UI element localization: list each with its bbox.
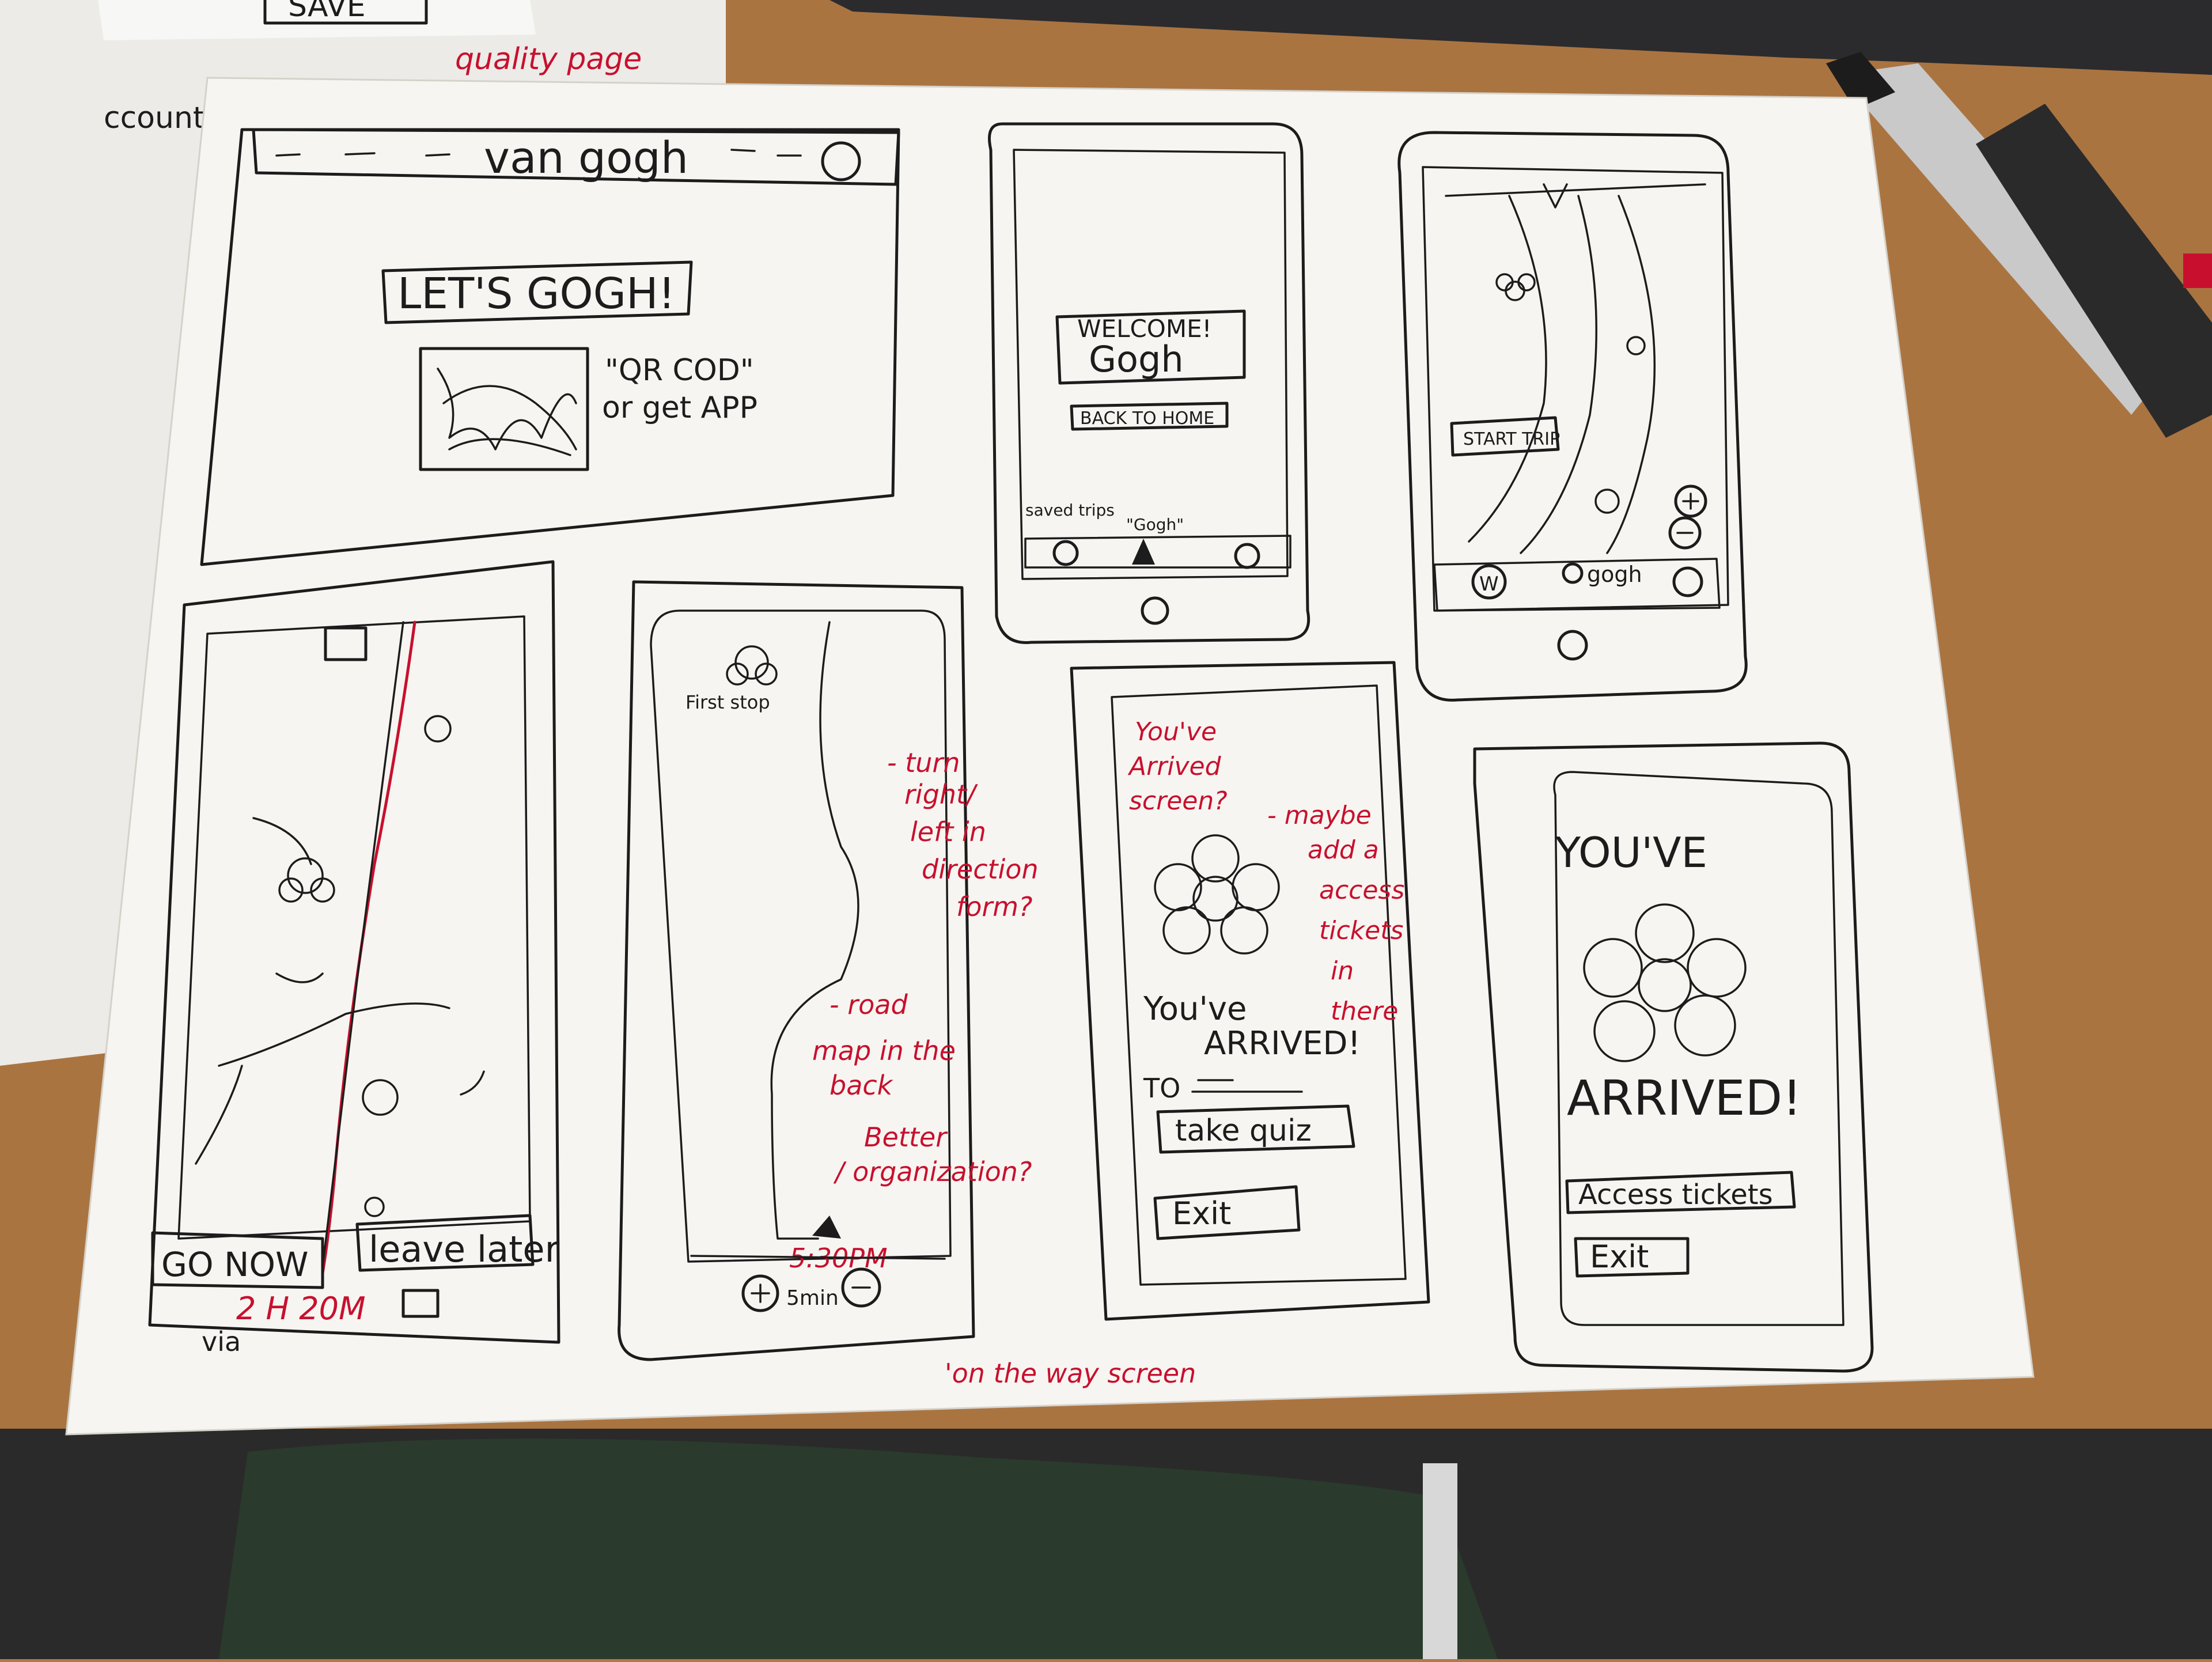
access-tickets-label: Access tickets [1578, 1179, 1773, 1211]
flower-icon [1154, 834, 1280, 955]
navigate-arrow-icon [1132, 539, 1155, 565]
back-to-home-button [1070, 402, 1229, 431]
location-dot-icon [364, 1197, 385, 1217]
exit-button-2 [1574, 1237, 1690, 1278]
go-now-button [151, 1231, 324, 1289]
nav-label-gogh: "Gogh" [1126, 515, 1184, 534]
chair [219, 1438, 1498, 1659]
leave-later-label: leave later [369, 1228, 560, 1270]
first-stop-label: First stop [685, 691, 770, 713]
arrived2-label: ARRIVED! [1567, 1070, 1802, 1126]
map-flower-icon [1594, 489, 1620, 514]
saved-trips-nav-icon [1052, 540, 1079, 566]
w-nav-icon [1471, 564, 1507, 600]
exit-button-1 [1153, 1185, 1301, 1240]
profile-nav-icon [1672, 566, 1703, 597]
marker-pen-icon [1826, 52, 2212, 438]
zoom-in-icon [741, 1274, 779, 1312]
start-trip-button [1450, 416, 1560, 457]
route-flower-icon [362, 1079, 399, 1116]
onway-road [770, 621, 859, 1240]
leave-later-button [355, 1214, 535, 1272]
take-quiz-button [1156, 1104, 1355, 1154]
note-turn: - turn right/ left in direction form? [887, 747, 1047, 922]
go-now-label: GO NOW [161, 1245, 308, 1284]
position-arrow-icon [812, 1216, 841, 1239]
gogh-nav-icon [1562, 562, 1584, 584]
first-stop-flower-icon [726, 645, 778, 686]
flower-icon-large [1583, 903, 1747, 1062]
exit-label-2: Exit [1590, 1239, 1649, 1275]
start-trip-label: START TRIP [1463, 429, 1560, 449]
home-button-icon [1557, 630, 1588, 661]
main-sketch-paper [66, 78, 2033, 1434]
qr-caption-line1: "QR COD" [605, 353, 754, 388]
map-nav-label: gogh [1587, 562, 1642, 587]
exit-label-1: Exit [1172, 1195, 1231, 1232]
home-button-icon [1141, 596, 1169, 625]
profile-nav-icon [1234, 543, 1260, 569]
welcome-line2: Gogh [1089, 338, 1184, 380]
map-roads [1468, 195, 1656, 554]
arrived-screen-note: You've Arrived screen? [1127, 717, 1229, 816]
back-to-home-label: BACK TO HOME [1080, 408, 1214, 429]
map-flower-icon [1495, 273, 1536, 301]
qr-caption-line2: or get APP [602, 391, 757, 425]
maybe-note: - maybe add a access tickets in there [1267, 801, 1412, 1026]
phone-route-sketch: GO NOW leave later 2 H 20M via [148, 560, 560, 1357]
desktop-title: van gogh [484, 132, 688, 183]
route-flower-icon [424, 715, 452, 743]
eta-minutes: 5min [786, 1286, 839, 1310]
route-via: via [202, 1326, 241, 1357]
welcome-line1: WELCOME! [1077, 315, 1211, 343]
nav-label-saved: saved trips [1025, 501, 1115, 520]
access-tickets-button [1565, 1171, 1796, 1214]
bg-side-text: ccount [104, 101, 204, 135]
phone-map-sketch: START TRIP W gogh [1397, 131, 1748, 702]
to-label: TO [1143, 1073, 1180, 1104]
arrived1-line2: ARRIVED! [1204, 1025, 1361, 1062]
zoom-in-icon [1674, 484, 1707, 518]
arrived2-header: YOU'VE [1555, 828, 1707, 877]
avatar-icon [821, 141, 861, 181]
desktop-sketch: van gogh LET'S GOGH! "QR COD" or get APP [200, 128, 900, 566]
laptop [830, 0, 2212, 75]
phone-arrived-sketch-2: YOU'VE ARRIVED! Access tickets Exit [1473, 741, 1874, 1373]
arrived1-line1: You've [1143, 990, 1247, 1028]
fare-icon [402, 1289, 440, 1318]
note-road: - road map in the back [812, 989, 964, 1101]
qr-code-icon [419, 347, 589, 471]
take-quiz-label: take quiz [1175, 1114, 1312, 1148]
bg-red-note: quality page [455, 42, 642, 77]
on-the-way-note: 'on the way screen [945, 1358, 1196, 1389]
bg-save-label: SAVE [288, 0, 366, 24]
note-better: Better / organization? [833, 1122, 1032, 1187]
welcome-box [1055, 309, 1246, 385]
lets-gogh-label: LET'S GOGH! [397, 269, 675, 319]
lets-gogh-button [381, 260, 693, 324]
phone-onway-sketch: First stop 5:30PM 5min 'on the way scree… [618, 580, 1196, 1389]
zoom-out-icon [841, 1267, 881, 1308]
phone-welcome-sketch: WELCOME! Gogh BACK TO HOME saved trips "… [988, 122, 1310, 644]
app-logo-icon [324, 626, 368, 661]
route-flower-icon [278, 857, 335, 903]
w-nav-label: W [1479, 573, 1499, 596]
zoom-out-icon [1668, 516, 1702, 550]
route-duration: 2 H 20M [236, 1290, 366, 1327]
map-flower-icon [1626, 336, 1646, 355]
phone-arrived-sketch-1: You've Arrived screen? - maybe add a acc… [1070, 661, 1430, 1321]
